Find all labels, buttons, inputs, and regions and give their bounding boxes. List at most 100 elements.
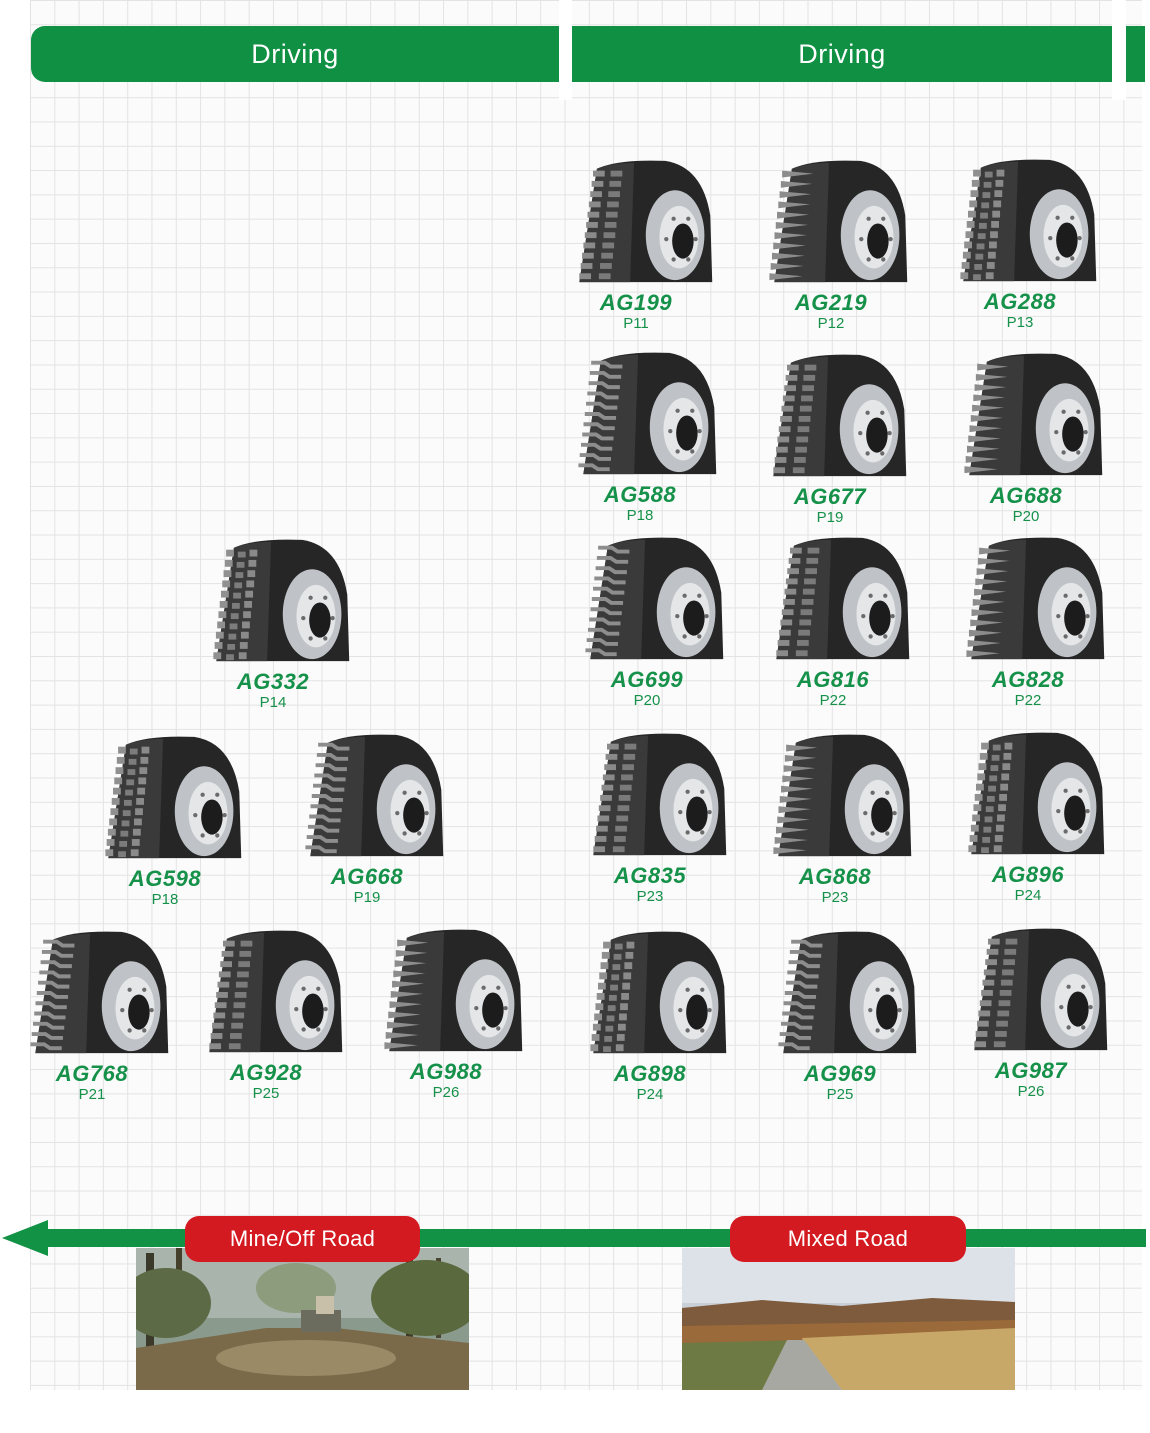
tire-image-icon bbox=[590, 931, 727, 1054]
tire-model-label: AG668 bbox=[330, 864, 404, 889]
country-road-image-icon bbox=[682, 1248, 1015, 1390]
tire-image-icon bbox=[585, 537, 724, 660]
tire-image-icon bbox=[105, 736, 242, 859]
tire-image-icon bbox=[593, 733, 727, 856]
tire-image-icon bbox=[769, 160, 908, 283]
tire-model-label: AG219 bbox=[794, 290, 868, 315]
mixed-road-label: Mixed Road bbox=[730, 1216, 966, 1262]
tire-page-ref: P21 bbox=[78, 1086, 106, 1103]
tire-page-ref: P25 bbox=[252, 1085, 280, 1102]
tire-page-ref: P23 bbox=[636, 888, 664, 905]
tire-model-label: AG828 bbox=[991, 667, 1065, 692]
tire-image-icon bbox=[964, 353, 1103, 476]
section-header-right: Driving bbox=[572, 26, 1112, 82]
section-title-right: Driving bbox=[798, 38, 886, 69]
tire-model-label: AG332 bbox=[236, 669, 310, 694]
tire-image-icon bbox=[966, 537, 1105, 660]
section-header-left: Driving bbox=[31, 26, 559, 82]
tire-image-icon bbox=[579, 160, 713, 283]
tire-model-label: AG988 bbox=[409, 1059, 483, 1084]
tire-page-ref: P22 bbox=[1014, 692, 1042, 709]
tire-page-ref: P20 bbox=[633, 692, 661, 709]
tire-image-icon bbox=[384, 929, 523, 1052]
tire-model-label: AG688 bbox=[989, 483, 1063, 508]
tire-image-icon bbox=[209, 930, 343, 1053]
tire-image-icon bbox=[578, 352, 717, 475]
forest-road-image-icon bbox=[136, 1248, 469, 1390]
tire-image-icon bbox=[30, 931, 169, 1054]
tire-model-label: AG816 bbox=[796, 667, 870, 692]
tire-image-icon bbox=[778, 931, 917, 1054]
tire-image-icon bbox=[773, 354, 907, 477]
tire-model-label: AG896 bbox=[991, 862, 1065, 887]
section-header-stub bbox=[1126, 26, 1145, 82]
tire-model-label: AG598 bbox=[128, 866, 202, 891]
header-gap bbox=[559, 0, 572, 100]
tire-image-icon bbox=[773, 734, 912, 857]
tire-page-ref: P26 bbox=[1017, 1083, 1045, 1100]
tire-model-label: AG768 bbox=[55, 1061, 129, 1086]
tire-page-ref: P12 bbox=[817, 315, 845, 332]
tire-image-icon bbox=[213, 539, 350, 662]
tire-page-ref: P19 bbox=[353, 889, 381, 906]
tire-page-ref: P20 bbox=[1012, 508, 1040, 525]
tire-model-label: AG969 bbox=[803, 1061, 877, 1086]
tire-image-icon bbox=[776, 537, 910, 660]
tire-model-label: AG288 bbox=[983, 289, 1057, 314]
tire-image-icon bbox=[968, 732, 1105, 855]
tire-model-label: AG199 bbox=[599, 290, 673, 315]
tire-page-ref: P24 bbox=[1014, 887, 1042, 904]
mixed-road-photo bbox=[682, 1248, 1015, 1390]
tire-model-label: AG868 bbox=[798, 864, 872, 889]
tire-model-label: AG898 bbox=[613, 1061, 687, 1086]
mine-off-road-label: Mine/Off Road bbox=[185, 1216, 420, 1262]
tire-model-label: AG699 bbox=[610, 667, 684, 692]
tire-page-ref: P11 bbox=[623, 315, 649, 332]
mixed-road-text: Mixed Road bbox=[787, 1226, 909, 1251]
tire-model-label: AG987 bbox=[994, 1058, 1068, 1083]
mine-road-photo bbox=[136, 1248, 469, 1390]
tire-page-ref: P18 bbox=[151, 891, 179, 908]
tire-page-ref: P13 bbox=[1006, 314, 1034, 331]
tire-page-ref: P24 bbox=[636, 1086, 664, 1103]
tire-page-ref: P14 bbox=[259, 694, 287, 711]
tire-page-ref: P22 bbox=[819, 692, 847, 709]
tire-model-label: AG835 bbox=[613, 863, 687, 888]
tire-page-ref: P25 bbox=[826, 1086, 854, 1103]
tire-page-ref: P23 bbox=[821, 889, 849, 906]
tire-page-ref: P19 bbox=[816, 509, 844, 526]
tire-image-icon bbox=[974, 928, 1108, 1051]
header-gap-2 bbox=[1112, 0, 1126, 100]
tire-page-ref: P18 bbox=[626, 507, 654, 524]
tire-image-icon bbox=[960, 159, 1097, 282]
mine-off-road-text: Mine/Off Road bbox=[229, 1226, 376, 1251]
tire-page-ref: P26 bbox=[432, 1084, 460, 1101]
section-title-left: Driving bbox=[251, 38, 339, 69]
tire-image-icon bbox=[305, 734, 444, 857]
arrow-left-icon bbox=[2, 1220, 48, 1256]
tire-model-label: AG928 bbox=[229, 1060, 303, 1085]
tire-model-label: AG588 bbox=[603, 482, 677, 507]
